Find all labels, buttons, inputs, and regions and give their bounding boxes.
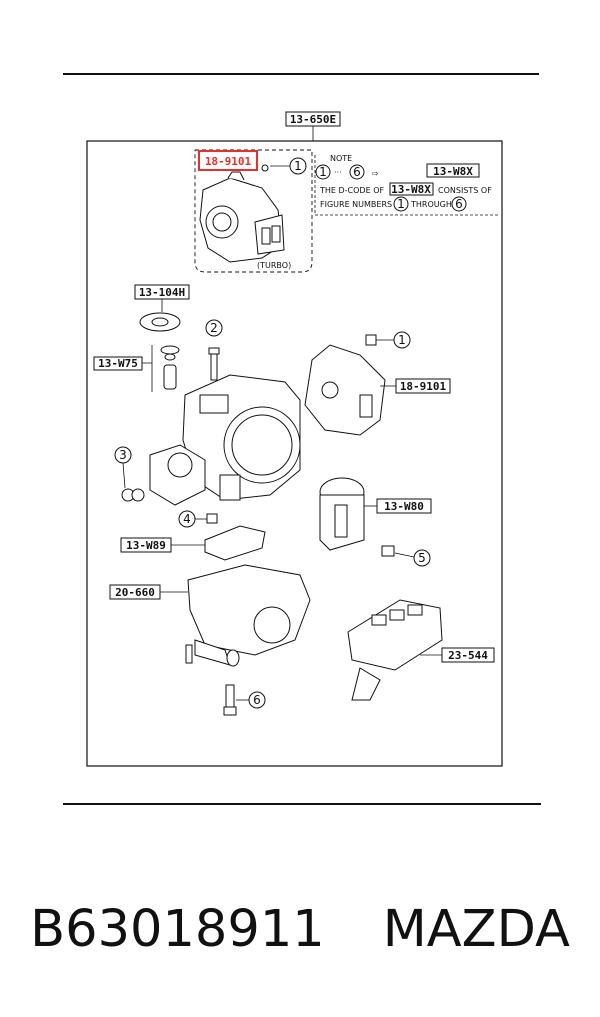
svg-text:1: 1 — [398, 333, 406, 347]
callout-top-ref[interactable]: 13-650E — [285, 111, 341, 127]
bolt-6-drawing — [223, 684, 237, 716]
turbo-label: (TURBO) — [257, 261, 291, 270]
brand-name: MAZDA — [382, 900, 570, 959]
callout-throttle-pos-sensor[interactable]: 18-9101 — [395, 378, 451, 394]
svg-text:6: 6 — [455, 197, 463, 211]
bottom-rule — [63, 803, 541, 805]
diagram-frame — [86, 140, 503, 767]
svg-text:6: 6 — [353, 165, 361, 179]
idle-valve-drawing — [347, 599, 443, 701]
svg-text:2: 2 — [210, 321, 218, 335]
caption: B63018911 MAZDA — [0, 900, 600, 980]
svg-text:23-544: 23-544 — [448, 649, 488, 662]
svg-text:13-650E: 13-650E — [290, 113, 336, 126]
nut-4-drawing — [206, 513, 218, 524]
callout-idle-valve[interactable]: 23-544 — [441, 647, 495, 663]
svg-text:FIGURE NUMBERS: FIGURE NUMBERS — [320, 200, 392, 209]
callout-throttle-body[interactable]: 20-660 — [109, 584, 161, 600]
seal-part-drawing — [160, 345, 180, 390]
svg-text:5: 5 — [418, 551, 426, 565]
figure-number-2[interactable]: 2 — [205, 319, 223, 337]
svg-text:18-9101: 18-9101 — [205, 155, 252, 168]
figure-number-1-right[interactable]: 1 — [393, 331, 411, 349]
svg-text:13-W8X: 13-W8X — [433, 165, 473, 178]
figure-number-3[interactable]: 3 — [114, 446, 132, 464]
bolt-2-drawing — [208, 347, 220, 381]
gasket-part-drawing — [139, 312, 181, 332]
turbo-group-outline — [194, 149, 313, 273]
svg-text:20-660: 20-660 — [115, 586, 155, 599]
figure-number-1-top[interactable]: 1 — [289, 157, 307, 175]
part-number: B63018911 — [30, 900, 325, 959]
svg-text:13-W80: 13-W80 — [384, 500, 424, 513]
svg-text:18-9101: 18-9101 — [400, 380, 447, 393]
throttle-body-drawing — [149, 374, 301, 506]
figure-number-6[interactable]: 6 — [248, 691, 266, 709]
svg-text:13-104H: 13-104H — [139, 286, 185, 299]
top-rule — [63, 73, 539, 75]
svg-text:13-W8X: 13-W8X — [391, 183, 431, 196]
svg-text:6: 6 — [253, 693, 261, 707]
svg-text:⇨: ⇨ — [372, 169, 379, 178]
svg-text:···: ··· — [334, 168, 342, 177]
turbo-throttle-sensor-drawing — [199, 164, 285, 263]
svg-text:1: 1 — [319, 165, 327, 179]
svg-text:THE D-CODE OF: THE D-CODE OF — [319, 186, 384, 195]
throttle-sensor-drawing — [304, 334, 386, 436]
svg-text:13-W89: 13-W89 — [126, 539, 166, 552]
callout-actuator-w80[interactable]: 13-W80 — [376, 498, 432, 514]
callout-seal-w75[interactable]: 13-W75 — [93, 356, 143, 371]
svg-text:CONSISTS OF: CONSISTS OF — [438, 186, 492, 195]
figure-number-5[interactable]: 5 — [413, 549, 431, 567]
svg-text:1: 1 — [294, 159, 302, 173]
lower-body-drawing — [185, 564, 311, 667]
svg-text:1: 1 — [397, 197, 405, 211]
figure-number-4[interactable]: 4 — [178, 510, 196, 528]
washer-drawing — [121, 488, 145, 502]
note-title: NOTE — [330, 154, 352, 163]
callout-gasket-kit-104[interactable]: 13-104H — [134, 284, 190, 300]
bolt-5-drawing — [381, 545, 395, 557]
svg-text:4: 4 — [183, 512, 191, 526]
actuator-drawing — [319, 477, 365, 551]
note-box: NOTE 1 ··· 6 ⇨ 13-W8X THE D-CODE OF 13-W… — [314, 154, 500, 216]
callout-gasket-w89[interactable]: 13-W89 — [120, 537, 172, 553]
svg-text:3: 3 — [119, 448, 127, 462]
gasket-w89-drawing — [204, 525, 266, 561]
callout-tps-highlight[interactable]: 18-9101 — [198, 150, 258, 171]
svg-text:THROUGH: THROUGH — [410, 200, 452, 209]
svg-text:13-W75: 13-W75 — [98, 357, 138, 370]
